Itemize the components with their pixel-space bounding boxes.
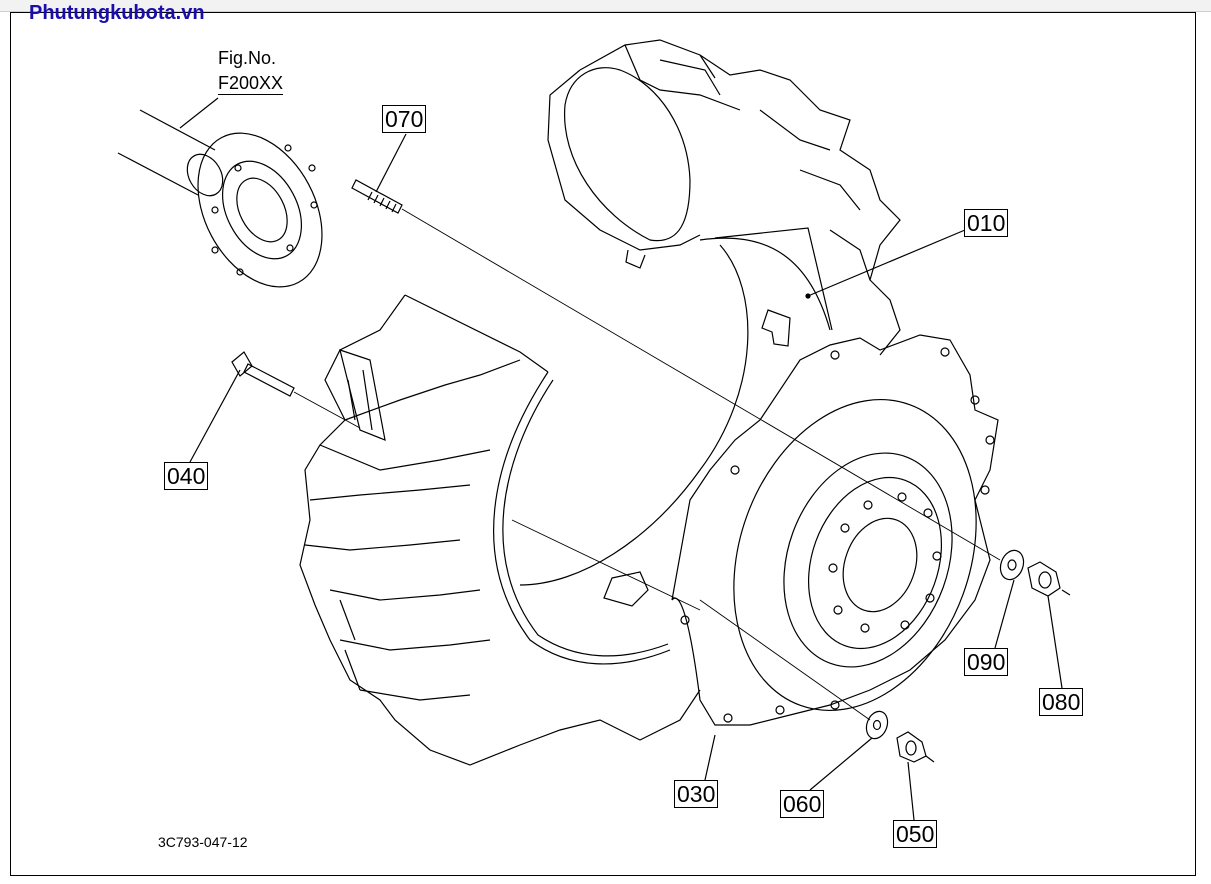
- tire-top: [547, 39, 901, 356]
- callout-060[interactable]: 060: [780, 790, 825, 818]
- drawing-id: 3C793-047-12: [158, 834, 248, 850]
- top-bar: [0, 0, 1211, 12]
- callout-050[interactable]: 050: [893, 820, 938, 848]
- callout-040[interactable]: 040: [164, 462, 209, 490]
- axle-hub: [117, 109, 323, 288]
- tire-left: [299, 294, 701, 766]
- drawing-frame: [10, 12, 1196, 876]
- fig-leader: [179, 97, 219, 129]
- callout-090[interactable]: 090: [964, 648, 1009, 676]
- stud-bolt: [351, 179, 403, 214]
- clip-upper: [761, 309, 791, 347]
- t-bolt: [231, 351, 295, 397]
- callout-030[interactable]: 030: [674, 780, 719, 808]
- site-watermark: Phutungkubota.vn: [29, 2, 205, 24]
- callout-080[interactable]: 080: [1039, 688, 1084, 716]
- figure-code[interactable]: F200XX: [218, 73, 284, 95]
- wheel-disc: [671, 334, 999, 726]
- figure-label: Fig.No.: [218, 48, 277, 68]
- callout-070[interactable]: 070: [382, 105, 427, 133]
- wheel-ring: [519, 227, 833, 586]
- nut-upper: [1027, 561, 1061, 597]
- callout-010[interactable]: 010: [964, 209, 1009, 237]
- washer-lower: [865, 710, 889, 740]
- clip-lower: [603, 571, 649, 607]
- nut-lower: [896, 731, 927, 763]
- washer-upper: [999, 549, 1025, 581]
